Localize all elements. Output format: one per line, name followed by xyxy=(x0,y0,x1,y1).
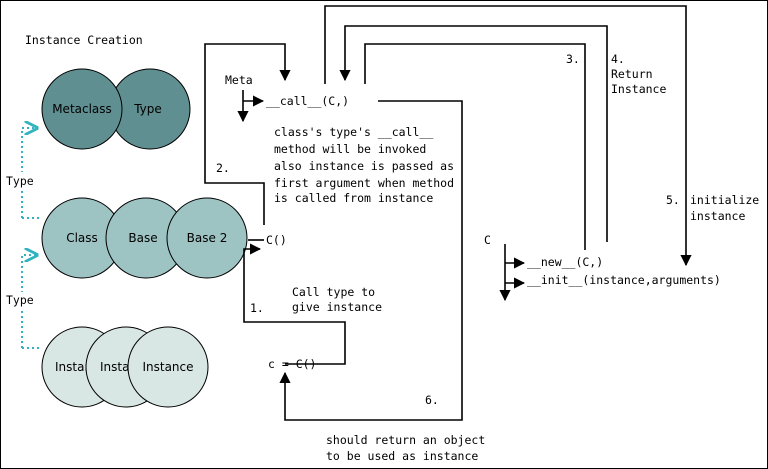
base-label: Base xyxy=(128,231,157,245)
step1-label: 1. xyxy=(250,301,264,315)
type-label: Type xyxy=(133,102,162,116)
init-label: __init__(instance,arguments) xyxy=(527,273,721,287)
type-side-label-lower: Type xyxy=(6,293,34,307)
step3-line xyxy=(364,43,586,242)
return-line-2: to be used as instance xyxy=(326,449,478,463)
step5-label: 5. xyxy=(666,193,680,207)
c-label: C xyxy=(484,233,491,247)
instance-label-1: Instance xyxy=(55,360,106,374)
diagram-title: Instance Creation xyxy=(25,33,143,47)
c-call-label: C() xyxy=(266,233,287,247)
meta-label: Meta xyxy=(225,73,253,87)
return-instance-line-1: Return xyxy=(611,67,653,81)
note-line-1: class's type's __call__ xyxy=(274,125,433,139)
instance-group: Instance Instance Instance xyxy=(41,326,209,408)
instance-label-3: Instance xyxy=(142,360,193,374)
note-line-4: first argument when method xyxy=(274,176,454,190)
step2-arrow xyxy=(204,43,291,225)
step3-label: 3. xyxy=(566,52,580,66)
initialize-line-2: instance xyxy=(690,209,745,223)
initialize-line-1: initialize xyxy=(690,193,759,207)
assign-label: c = C() xyxy=(268,357,316,371)
instance-label-2: Instance xyxy=(100,360,151,374)
type-label-bg-lower xyxy=(3,292,37,308)
call-type-line-2: give instance xyxy=(292,300,382,314)
metaclass-label: Metaclass xyxy=(52,102,112,116)
class-label: Class xyxy=(66,231,98,245)
return-instance-line-2: Instance xyxy=(611,82,666,96)
note-line-3: also instance is passed as xyxy=(274,159,454,173)
step5-arrow xyxy=(324,5,692,267)
step1-arrow xyxy=(243,243,346,365)
type-connector-lower xyxy=(21,255,37,348)
metaclass-circle xyxy=(41,68,123,150)
call-type-line-1: Call type to xyxy=(292,285,375,299)
step4-arrow xyxy=(339,25,608,242)
step2-label: 2. xyxy=(216,161,230,175)
call-label: __call__(C,) xyxy=(266,94,349,108)
step6-arrow xyxy=(279,100,463,421)
step4-label: 4. xyxy=(611,52,625,66)
note-line-2: method will be invoked xyxy=(274,142,426,156)
return-line-1: should return an object xyxy=(326,433,485,447)
step6-label: 6. xyxy=(425,393,439,407)
base2-label: Base 2 xyxy=(187,231,228,245)
new-label: __new__(C,) xyxy=(527,255,603,269)
type-label-bg-upper xyxy=(3,172,37,188)
base2-circle xyxy=(166,197,248,279)
instance-circle-3 xyxy=(127,326,209,408)
type-side-label-upper: Type xyxy=(6,174,34,188)
note-line-5: is called from instance xyxy=(274,191,433,205)
